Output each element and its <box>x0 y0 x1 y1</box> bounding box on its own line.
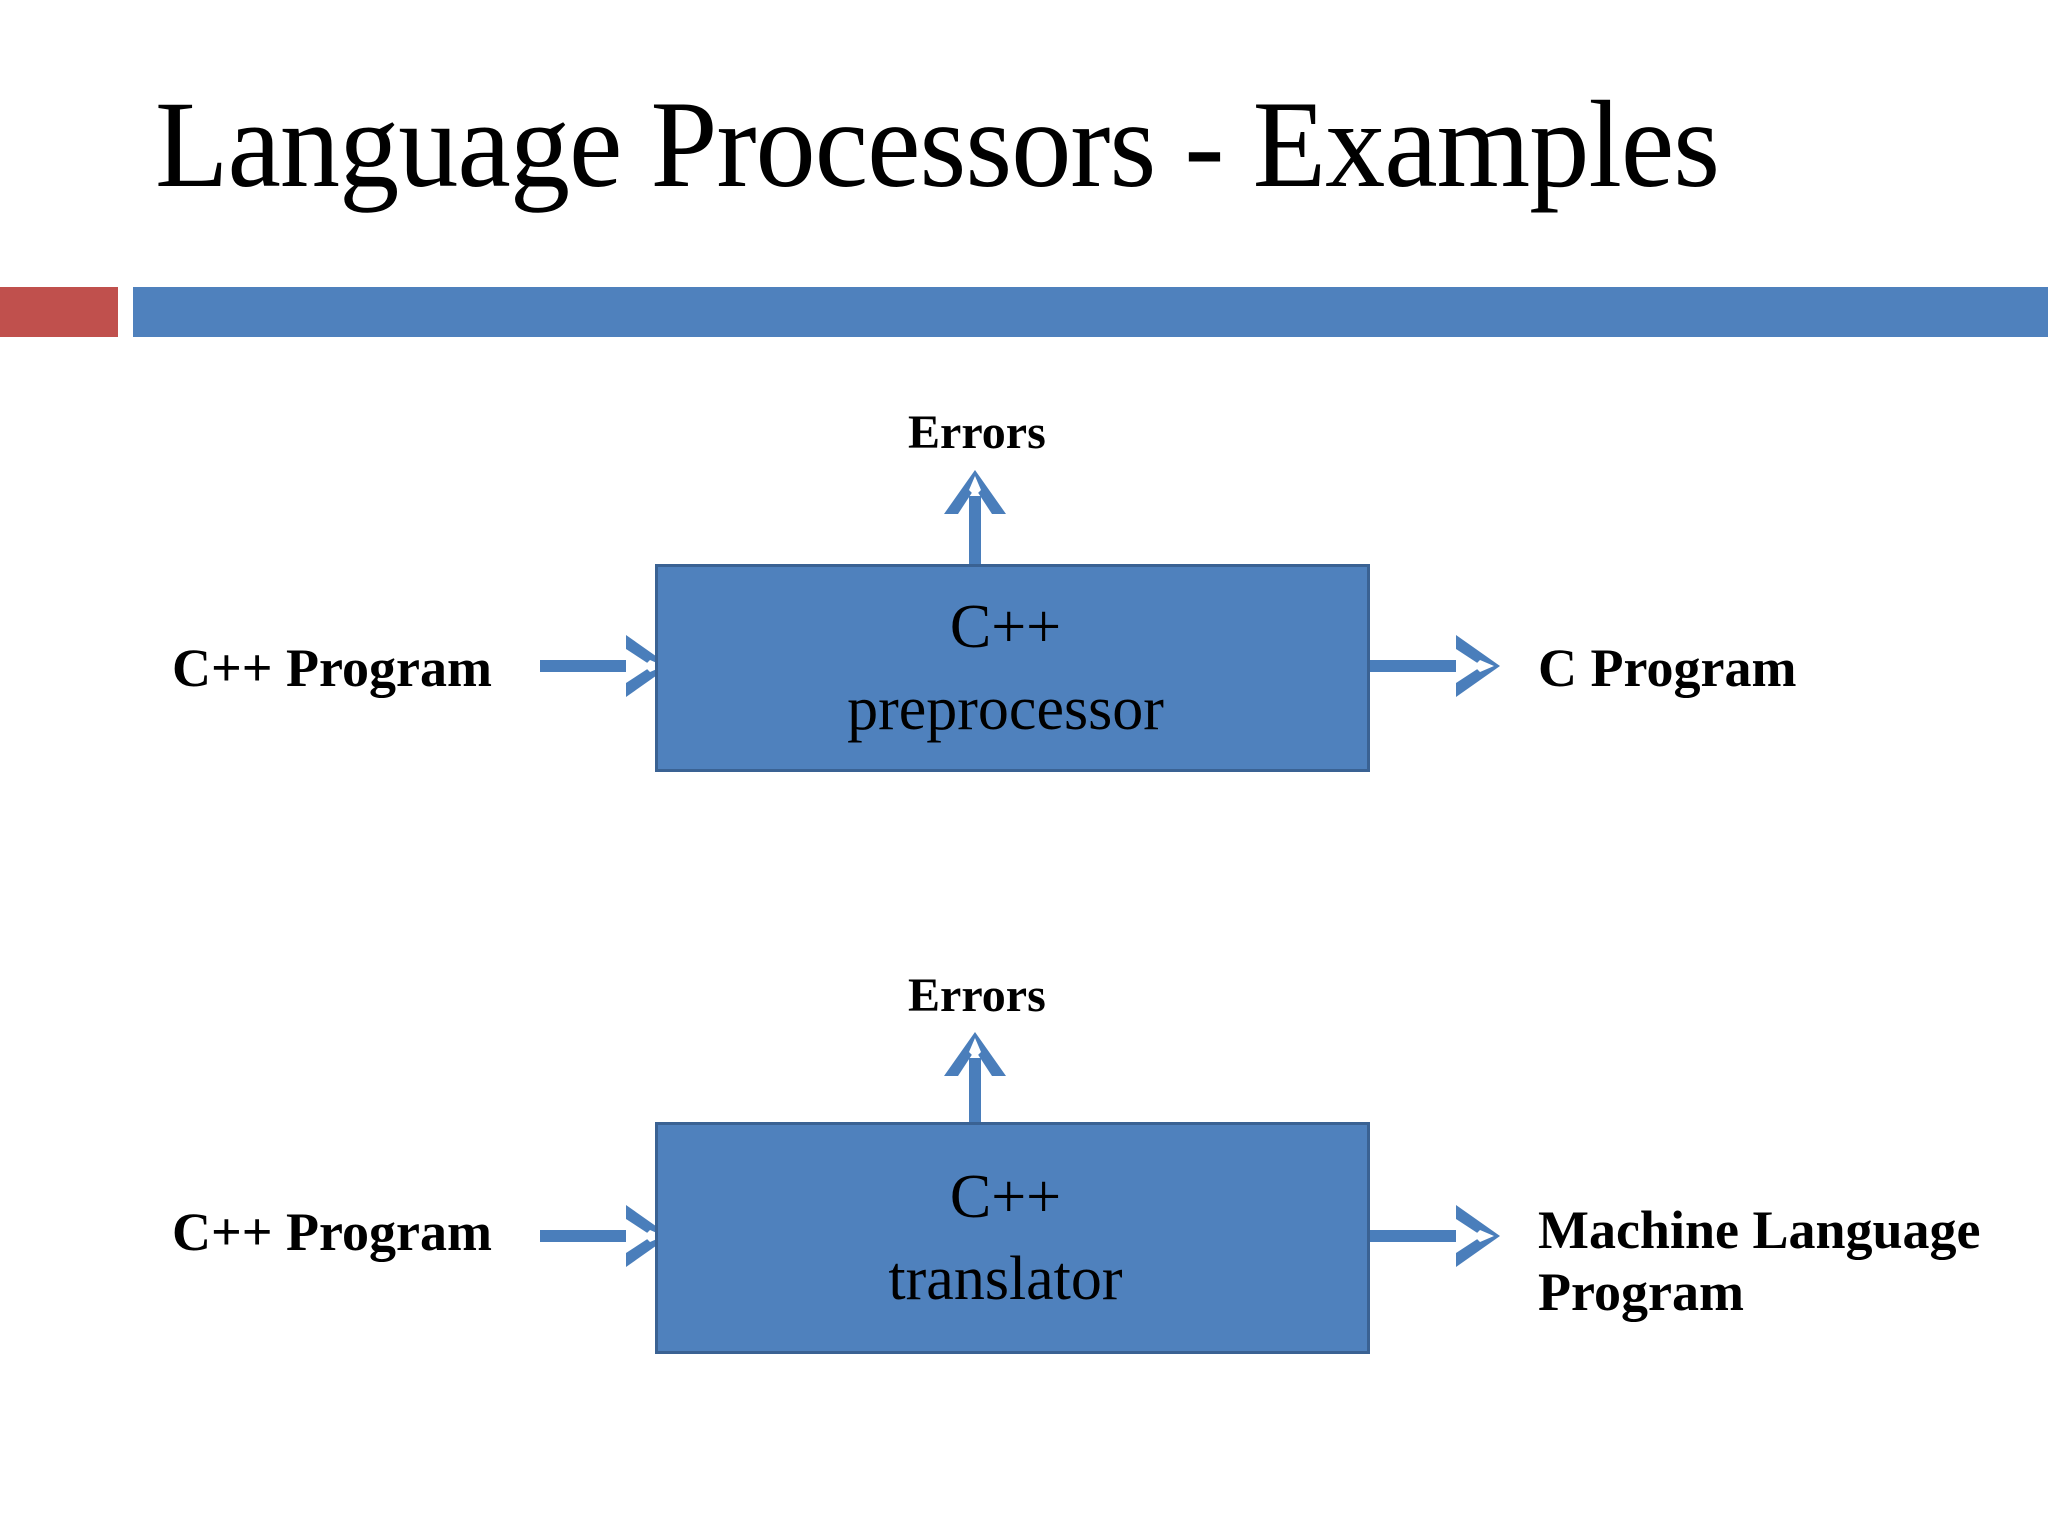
output-label-preprocessor: C Program <box>1538 638 1797 698</box>
errors-label-translator: Errors <box>908 969 1046 1022</box>
process-box-preprocessor-line1: C++ <box>949 592 1062 661</box>
accent-bar-blue <box>133 287 2048 337</box>
output-label-translator: Machine Language Program <box>1538 1200 1981 1322</box>
process-box-preprocessor-line2: preprocessor <box>847 675 1164 743</box>
arrow-right-icon-output-preprocessor <box>1370 635 1500 697</box>
input-label-preprocessor: C++ Program <box>172 638 492 698</box>
process-box-translator: C++ translator <box>655 1122 1370 1354</box>
accent-bar-red <box>0 287 118 337</box>
errors-label-preprocessor: Errors <box>908 406 1046 459</box>
process-box-translator-line2: translator <box>888 1245 1123 1313</box>
input-label-translator: C++ Program <box>172 1202 492 1262</box>
process-box-preprocessor: C++ preprocessor <box>655 564 1370 772</box>
process-box-translator-line1: C++ <box>949 1162 1062 1231</box>
arrow-up-icon-errors-preprocessor <box>944 470 1006 572</box>
arrow-right-icon-input-translator <box>540 1205 670 1267</box>
arrow-up-icon-errors-translator <box>944 1032 1006 1134</box>
page-title: Language Processors - Examples <box>155 76 1720 213</box>
arrow-right-icon-input-preprocessor <box>540 635 670 697</box>
arrow-right-icon-output-translator <box>1370 1205 1500 1267</box>
